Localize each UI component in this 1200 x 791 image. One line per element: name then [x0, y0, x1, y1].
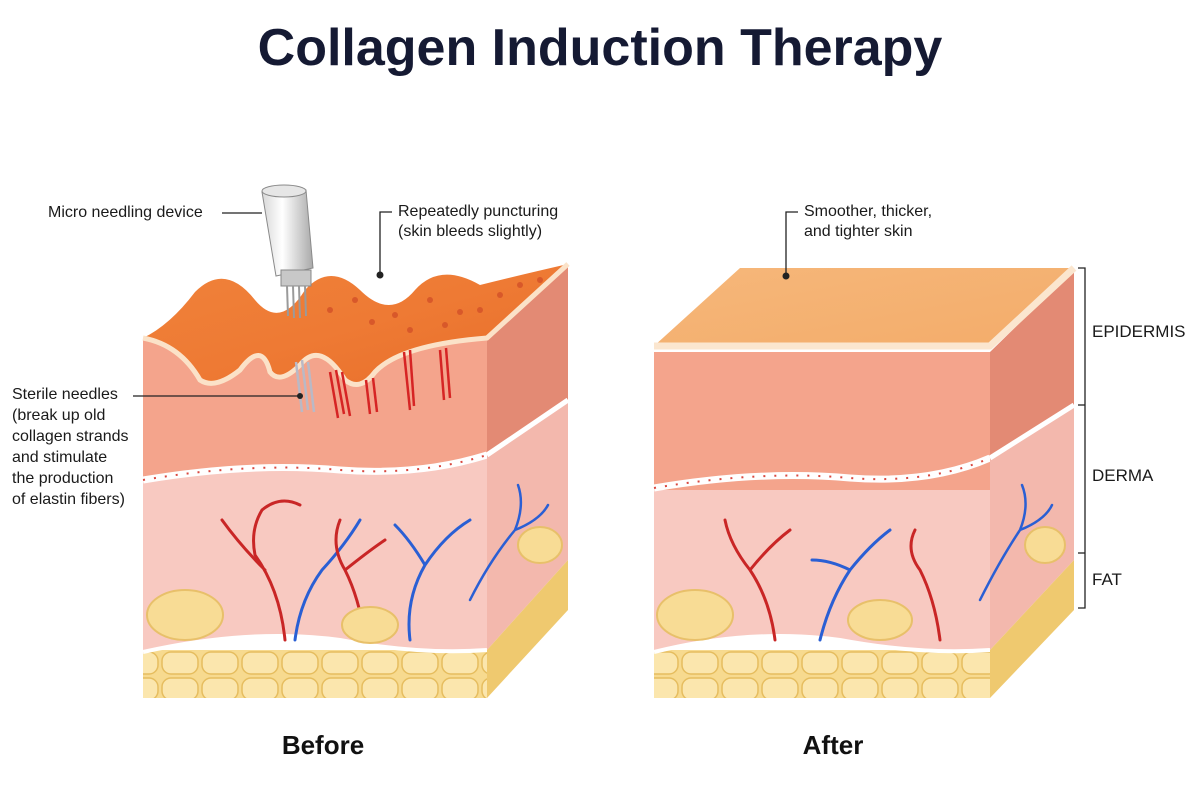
before-blood-vessels [220, 483, 550, 642]
layer-bracket [1078, 267, 1086, 609]
before-skin-block [142, 184, 570, 698]
after-membrane-side [988, 402, 1076, 461]
page-title: Collagen Induction Therapy [257, 19, 943, 77]
sterile-needles-illustration [294, 359, 316, 413]
puncture-leader-line [379, 211, 392, 275]
before-fat-side [487, 560, 568, 698]
after-membrane [653, 454, 992, 492]
after-caption: After [802, 730, 864, 760]
derma-label: DERMA [1092, 466, 1154, 485]
before-epidermis-side [487, 264, 568, 455]
micro-needling-device-label: Micro needling device [48, 204, 203, 221]
before-pores [327, 277, 543, 333]
after-epidermis-top [654, 268, 1074, 346]
after-derma-side [990, 405, 1074, 650]
after-fat-side [990, 560, 1074, 698]
after-skin-leader-line [785, 211, 798, 276]
fat-label: FAT [1092, 570, 1122, 589]
smoother-skin-label: Smoother, thicker, and tighter skin [804, 203, 933, 240]
before-caption: Before [281, 730, 365, 760]
before-epidermis-top [143, 264, 568, 385]
after-epidermis-side [990, 270, 1074, 458]
after-skin-block [653, 265, 1077, 698]
after-surface-edge [654, 265, 1077, 350]
after-fat-front [654, 650, 990, 698]
sterile-needles-label: Sterile needles (break up old collagen s… [12, 386, 129, 508]
after-fat-lobules [656, 526, 1066, 641]
after-epidermis-front [654, 352, 990, 487]
before-membrane-side [485, 397, 570, 458]
before-puncture-marks [328, 347, 452, 419]
before-membrane-dots [142, 454, 488, 481]
leader-lines [133, 211, 1086, 609]
before-surface-edge [142, 262, 570, 387]
before-epidermis-front [143, 338, 487, 480]
before-fat-lobules [146, 526, 563, 644]
before-derma-front [143, 455, 487, 652]
micro-needling-device-illustration [261, 184, 314, 319]
epidermis-label: EPIDERMIS [1092, 322, 1186, 341]
after-blood-vessels [723, 483, 1054, 642]
after-fat-line [653, 634, 991, 654]
repeated-puncturing-label: Repeatedly puncturing (skin bleeds sligh… [398, 203, 559, 240]
before-fat-line [142, 634, 488, 654]
after-derma-front [654, 458, 990, 652]
before-fat-front [143, 650, 487, 698]
leader-dots [297, 271, 790, 399]
